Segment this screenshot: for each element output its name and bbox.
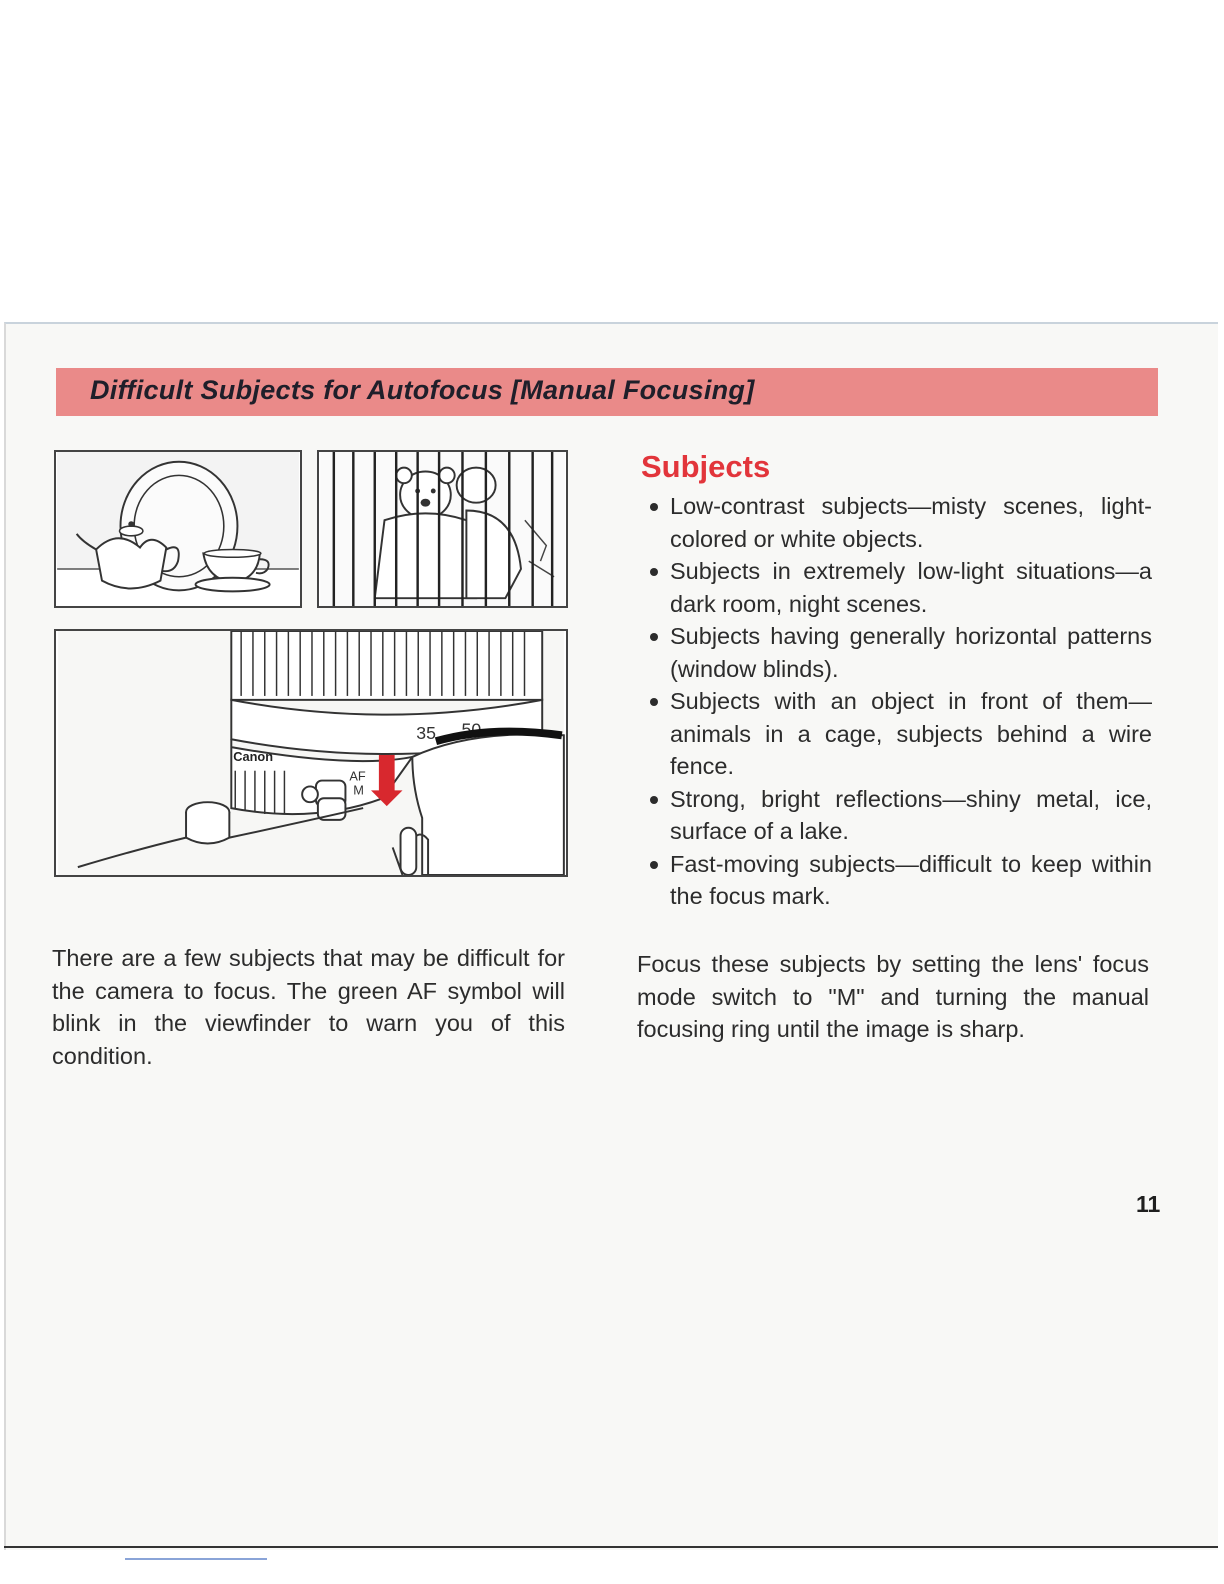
bullet-icon bbox=[650, 503, 658, 511]
switch-label-af: AF bbox=[349, 769, 366, 784]
bear-behind-bars-drawing bbox=[320, 452, 565, 606]
bullet-icon bbox=[650, 568, 658, 576]
subjects-heading: Subjects bbox=[641, 449, 771, 484]
bullet-icon bbox=[650, 698, 658, 706]
page-bottom-edge bbox=[4, 1546, 1218, 1548]
list-item: Subjects with an object in front of them… bbox=[650, 685, 1152, 783]
scale-label-35: 35 bbox=[416, 723, 436, 743]
arrow-down-icon bbox=[371, 754, 403, 807]
brand-label: Canon bbox=[233, 749, 273, 764]
page-number: 11 bbox=[1136, 1191, 1161, 1217]
section-title-banner: Difficult Subjects for Autofocus [Manual… bbox=[56, 368, 1158, 416]
intro-paragraph: There are a few subjects that may be dif… bbox=[52, 945, 565, 1069]
list-item: Subjects having generally horizontal pat… bbox=[650, 620, 1152, 685]
bullet-icon bbox=[650, 860, 658, 869]
list-item: Low-contrast subjects—misty scenes, ligh… bbox=[650, 490, 1152, 555]
low-contrast-illustration bbox=[54, 450, 302, 608]
list-item: Fast-moving subjects—difficult to keep w… bbox=[650, 848, 1152, 913]
subjects-list: Low-contrast subjects—misty scenes, ligh… bbox=[650, 490, 1152, 913]
scan-line bbox=[125, 1558, 267, 1560]
focus-instructions-paragraph: Focus these subjects by setting the lens… bbox=[637, 951, 1149, 1042]
list-item: Strong, bright reflections—shiny metal, … bbox=[650, 783, 1152, 848]
list-item: Subjects in extremely low-light situatio… bbox=[650, 555, 1152, 620]
lens-focus-switch-illustration: 35 50 Canon AF M bbox=[54, 629, 568, 877]
bullet-icon bbox=[650, 633, 658, 641]
caged-animal-illustration bbox=[317, 450, 568, 608]
bullet-icon bbox=[650, 795, 658, 804]
lens-switch-drawing: 35 50 Canon AF M bbox=[58, 631, 565, 875]
switch-label-m: M bbox=[353, 782, 364, 797]
section-title: Difficult Subjects for Autofocus [Manual… bbox=[90, 375, 755, 405]
teapot-plate-cup-drawing bbox=[57, 452, 299, 593]
